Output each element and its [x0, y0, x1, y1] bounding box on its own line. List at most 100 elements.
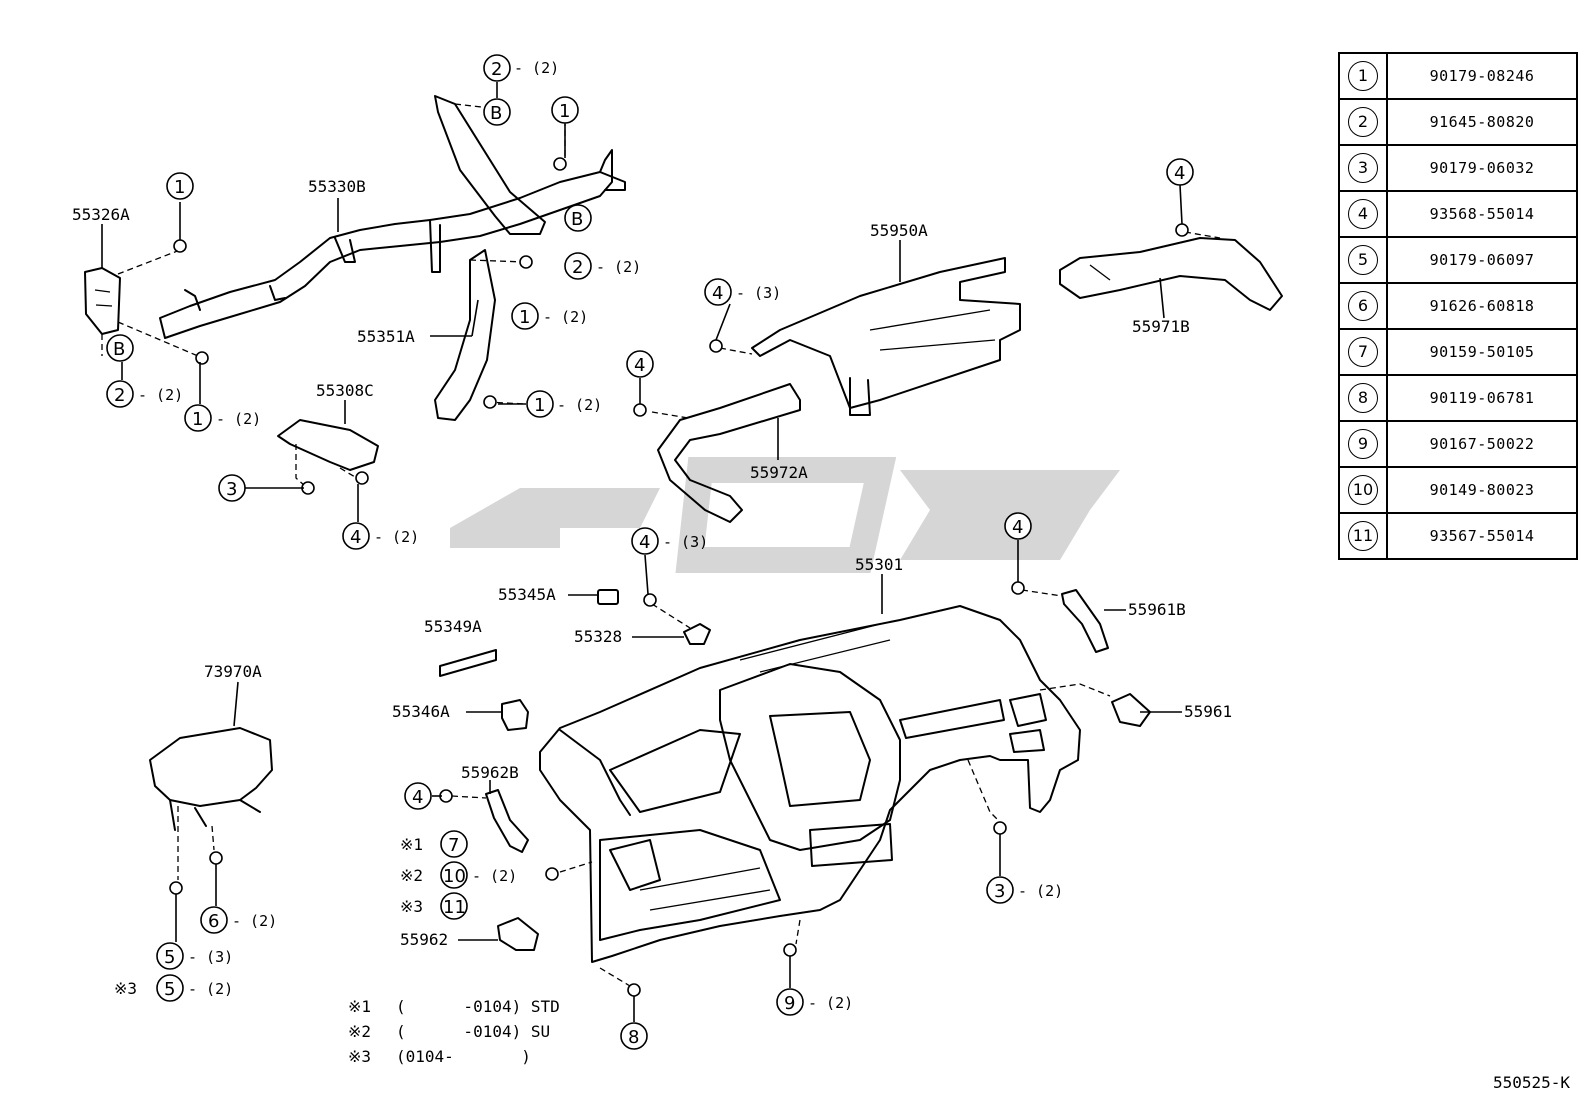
svg-text:1: 1 [534, 395, 545, 416]
svg-text:※3: ※3 [400, 897, 423, 916]
legend-part-number: 90119-06781 [1386, 374, 1578, 422]
svg-text:10: 10 [443, 866, 466, 887]
legend-symbol: 9 [1338, 420, 1388, 468]
bracket-55326A [84, 267, 121, 335]
svg-text:1: 1 [519, 307, 530, 328]
legend-symbol: 10 [1338, 466, 1388, 514]
svg-text:4: 4 [639, 532, 650, 553]
duct-55950A [719, 257, 1021, 416]
callouts: 2 - (2) B 1 B 2 - (2) 1 - (2) 1 - (2) 1 … [106, 54, 1194, 1050]
legend-symbol: 1 [1338, 52, 1388, 100]
legend-symbol-circle: 7 [1348, 337, 1378, 367]
legend-part-number: 93568-55014 [1386, 190, 1578, 238]
svg-text:B: B [571, 209, 583, 230]
diagram-reference-code: 550525-K [1493, 1073, 1571, 1092]
legend-symbol-circle: 5 [1348, 245, 1378, 275]
legend-part-number: 93567-55014 [1386, 512, 1578, 560]
svg-text:1: 1 [174, 177, 185, 198]
legend-row: 1 90179-08246 [1338, 52, 1578, 100]
duct-55971B [1059, 231, 1283, 311]
brace-diagonal [434, 95, 546, 421]
clip-55346A [501, 699, 529, 731]
legend-part-number: 90149-80023 [1386, 466, 1578, 514]
svg-text:3: 3 [994, 881, 1005, 902]
legend-row: 3 90179-06032 [1338, 144, 1578, 192]
airbag-73970A [149, 727, 273, 880]
label-55962: 55962 [400, 930, 448, 949]
svg-text:6: 6 [208, 911, 219, 932]
bracket-55308C [277, 419, 379, 487]
legend-symbol-circle: 2 [1348, 107, 1378, 137]
legend-symbol: 11 [1338, 512, 1388, 560]
svg-text:4: 4 [1012, 517, 1023, 538]
label-55971B: 55971B [1132, 317, 1190, 336]
svg-text:- (2): - (2) [188, 980, 233, 998]
cover-55962 [497, 917, 539, 951]
legend-symbol-circle: 4 [1348, 199, 1378, 229]
part-labels: 55330B 55326A 55351A 55308C 55950A 55971… [72, 177, 1232, 949]
bracket-55328 [651, 603, 711, 645]
svg-text:5: 5 [164, 979, 175, 1000]
label-55308C: 55308C [316, 381, 374, 400]
legend-symbol: 7 [1338, 328, 1388, 376]
legend-part-number: 90179-08246 [1386, 52, 1578, 100]
note-2-text: ( -0104) SU [396, 1022, 550, 1041]
legend-part-number: 90167-50022 [1386, 420, 1578, 468]
label-55972A: 55972A [750, 463, 808, 482]
svg-text:5: 5 [164, 947, 175, 968]
svg-text:※1: ※1 [400, 835, 423, 854]
legend-symbol-circle: 8 [1348, 383, 1378, 413]
leader-lines [101, 82, 1183, 1022]
legend-row: 8 90119-06781 [1338, 374, 1578, 422]
svg-text:- (2): - (2) [808, 994, 853, 1012]
label-55950A: 55950A [870, 221, 928, 240]
svg-text:2: 2 [572, 257, 583, 278]
legend-symbol: 6 [1338, 282, 1388, 330]
svg-text:4: 4 [350, 527, 361, 548]
legend-part-number: 90179-06097 [1386, 236, 1578, 284]
label-55346A: 55346A [392, 702, 450, 721]
dash-leaders-upper [101, 103, 566, 405]
svg-text:- (3): - (3) [188, 948, 233, 966]
svg-text:3: 3 [226, 479, 237, 500]
legend-part-number: 90159-50105 [1386, 328, 1578, 376]
instrument-panel-55301 [539, 605, 1111, 987]
svg-text:- (2): - (2) [1018, 882, 1063, 900]
legend-symbol: 4 [1338, 190, 1388, 238]
svg-text:- (2): - (2) [216, 410, 261, 428]
svg-text:※2: ※2 [400, 866, 423, 885]
label-55301: 55301 [855, 555, 903, 574]
legend-symbol: 2 [1338, 98, 1388, 146]
svg-text:2: 2 [114, 385, 125, 406]
svg-text:- (2): - (2) [596, 258, 641, 276]
note-1-marker: ※1 [348, 997, 371, 1016]
label-55328: 55328 [574, 627, 622, 646]
duct-55972A [651, 383, 801, 523]
label-73970A: 73970A [204, 662, 262, 681]
label-55349A: 55349A [424, 617, 482, 636]
svg-text:- (2): - (2) [138, 386, 183, 404]
cover-55961 [1111, 693, 1151, 727]
legend-part-number: 90179-06032 [1386, 144, 1578, 192]
svg-text:1: 1 [559, 101, 570, 122]
label-55961B: 55961B [1128, 600, 1186, 619]
bracket-55962B [451, 789, 529, 853]
legend-symbol: 8 [1338, 374, 1388, 422]
label-55345A: 55345A [498, 585, 556, 604]
svg-text:- (2): - (2) [374, 528, 419, 546]
svg-text:- (2): - (2) [514, 59, 559, 77]
strip-55349A [439, 649, 497, 677]
legend-symbol-circle: 1 [1348, 61, 1378, 91]
legend-symbol-circle: 3 [1348, 153, 1378, 183]
reinforcement-55330B [159, 149, 626, 339]
legend-row: 5 90179-06097 [1338, 236, 1578, 284]
svg-text:- (2): - (2) [543, 308, 588, 326]
legend-row: 4 93568-55014 [1338, 190, 1578, 238]
svg-text:9: 9 [784, 993, 795, 1014]
svg-text:7: 7 [448, 835, 459, 856]
legend-symbol: 5 [1338, 236, 1388, 284]
legend-symbol-circle: 11 [1348, 521, 1378, 551]
